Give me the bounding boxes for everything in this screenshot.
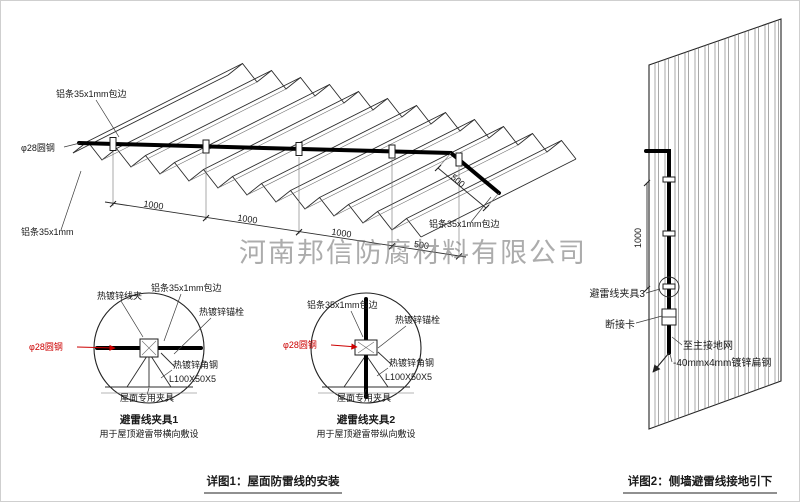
detail2-label-anchor: 热镀锌锚栓 bbox=[395, 314, 440, 325]
caption-detail2: 详图2：侧墙避雷线接地引下 bbox=[628, 474, 773, 488]
wall-label-clamp3: 避雷线夹具3 bbox=[589, 287, 645, 300]
caption-detail1: 详图1：屋面防雷线的安装 bbox=[207, 474, 340, 488]
detail1-angle-steel bbox=[126, 352, 172, 388]
label-round-steel-main: φ28圆钢 bbox=[21, 142, 55, 153]
roof-ridge-lines bbox=[87, 63, 562, 219]
wall-label-flat-steel: -40mmx4mm镀锌扁钢 bbox=[673, 356, 771, 369]
detail1-clamp-hatch bbox=[141, 340, 157, 356]
dimension-ticks bbox=[109, 200, 463, 260]
dim-500-ticks bbox=[434, 164, 490, 212]
wall-clamp-3 bbox=[662, 283, 676, 290]
detail1-leaders bbox=[120, 293, 212, 396]
detail2-title: 避雷线夹具2 bbox=[336, 413, 395, 426]
detail-circle-2: 铝条35x1mm包边 热镀锌锚栓 φ28圆钢 热镀锌角钢 L100X50X5 屋… bbox=[283, 292, 440, 439]
dim-500-a: 500 bbox=[413, 239, 429, 251]
detail1-label-angle-spec: L100X50X5 bbox=[169, 374, 216, 384]
detail1-subtitle: 用于屋顶避雷带横向敷设 bbox=[99, 428, 198, 439]
to-ground-arrow bbox=[652, 352, 670, 373]
detail-circle-1: 热镀锌线夹 铝条35x1mm包边 热镀锌锚栓 φ28圆钢 热镀锌角钢 L100X… bbox=[29, 282, 244, 439]
dimension-chain-line bbox=[104, 201, 467, 258]
wall-label-disconnect: 断接卡 bbox=[605, 318, 635, 331]
roof-back-zigzag-edge bbox=[227, 62, 577, 160]
captions: 详图1：屋面防雷线的安装 详图2：侧墙避雷线接地引下 bbox=[204, 474, 777, 494]
wall-clamp bbox=[662, 176, 676, 183]
wire-clamp bbox=[202, 139, 210, 154]
wall-outline bbox=[648, 18, 782, 430]
roof-side-edges bbox=[72, 74, 577, 238]
detail1-label-angle: 热镀锌角钢 bbox=[173, 359, 218, 370]
side-wall-drawing: 1000 避雷线夹具3 断接卡 至主接地网 -40mmx4mm镀锌扁钢 bbox=[589, 18, 782, 430]
detail1-label-clamp: 热镀锌线夹 bbox=[97, 290, 142, 301]
dim-1000-a: 1000 bbox=[143, 199, 164, 212]
wall-dim-ticks bbox=[643, 179, 651, 293]
wall-label-leaders bbox=[635, 288, 683, 363]
detail1-label-anchor: 热镀锌锚栓 bbox=[199, 306, 244, 317]
detail1-title: 避雷线夹具1 bbox=[119, 413, 178, 426]
detail1-label-round-steel: φ28圆钢 bbox=[29, 341, 63, 352]
detail2-label-alu: 铝条35x1mm包边 bbox=[307, 299, 378, 310]
detail2-label-round-steel: φ28圆钢 bbox=[283, 339, 317, 350]
detail2-leaders bbox=[350, 310, 407, 396]
wall-corrugation-stripes bbox=[654, 19, 779, 427]
wire-clamp bbox=[295, 142, 303, 156]
clamp3-callout-circle bbox=[658, 276, 680, 298]
lightning-wire bbox=[77, 141, 501, 195]
detail1-callout-circle bbox=[93, 292, 205, 404]
detail1-anchor-bolt bbox=[160, 352, 176, 368]
detail2-label-fixture: 屋面专用夹具 bbox=[337, 392, 391, 403]
detail2-clamp-hatch bbox=[357, 341, 375, 354]
dim-1000-c: 1000 bbox=[331, 227, 352, 240]
detail2-red-leader bbox=[330, 343, 358, 350]
roof-valley-lines bbox=[101, 81, 548, 231]
company-watermark: 河南邦信防腐材料有限公司 bbox=[239, 238, 587, 268]
wire-clamp bbox=[388, 144, 396, 159]
wall-label-to-ground: 至主接地网 bbox=[683, 339, 733, 352]
wall-dim-1000: 1000 bbox=[633, 228, 643, 248]
detail1-label-fixture: 屋面专用夹具 bbox=[120, 392, 174, 403]
label-alu-edge-right: 铝条35x1mm包边 bbox=[429, 218, 500, 229]
wire-clamp bbox=[455, 152, 463, 167]
label-alu-strip-left: 铝条35x1mm bbox=[21, 226, 74, 237]
dim-500-line bbox=[437, 167, 487, 209]
detail1-red-leader bbox=[76, 344, 116, 351]
label-alu-edge-top: 铝条35x1mm包边 bbox=[56, 88, 127, 99]
detail1-label-alu: 铝条35x1mm包边 bbox=[151, 282, 222, 293]
detail2-subtitle: 用于屋顶避雷带纵向敷设 bbox=[316, 428, 415, 439]
detail2-label-angle: 热镀锌角钢 bbox=[389, 357, 434, 368]
dim-1000-b: 1000 bbox=[237, 213, 258, 226]
wall-clamp bbox=[662, 230, 676, 237]
detail2-anchor-bolt bbox=[377, 351, 393, 366]
roof-isometric-drawing: 铝条35x1mm包边 φ28圆钢 铝条35x1mm包边 铝条35x1mm 100… bbox=[21, 62, 577, 260]
main-label-leaders bbox=[60, 99, 492, 231]
wire-clamp bbox=[109, 137, 117, 151]
detail2-callout-circle bbox=[310, 292, 422, 404]
dimension-extension-lines bbox=[112, 152, 460, 258]
detail2-label-angle-spec: L100X50X5 bbox=[385, 372, 432, 382]
